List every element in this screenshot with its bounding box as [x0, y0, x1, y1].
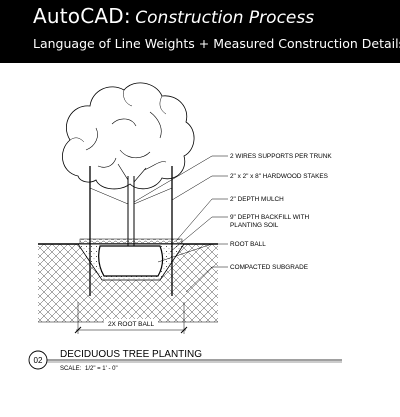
detail-title-block: 02 [28, 350, 342, 370]
tree-trunk [117, 163, 147, 246]
dimension-label: 2X ROOT BALL [108, 321, 155, 328]
header-title: AutoCAD: Construction Process [33, 6, 314, 27]
header-subtitle: Language of Line Weights + Measured Cons… [33, 36, 400, 51]
callout-root-ball: ROOT BALL [230, 241, 266, 248]
callout-mulch: 2" DEPTH MULCH [230, 196, 284, 203]
callout-stakes: 2" x 2" x 8" HARDWOOD STAKES [230, 173, 328, 180]
callout-leaders [133, 155, 228, 293]
scale-label: SCALE: [60, 366, 82, 372]
callout-wires: 2 WIRES SUPPORTS PER TRUNK [230, 153, 332, 160]
root-ball [98, 245, 164, 277]
tree-planting-detail: 2 WIRES SUPPORTS PER TRUNK 2" x 2" x 8" … [28, 82, 342, 372]
scale-value: 1/2" = 1' - 0" [85, 366, 118, 372]
callout-backfill-2: PLANTING SOIL [230, 222, 279, 229]
callout-backfill: 9" DEPTH BACKFILL WITH [230, 214, 309, 221]
tree-canopy [62, 82, 195, 190]
dimension-line [74, 302, 188, 334]
dimension-label-bg [104, 319, 158, 328]
subject-name: Construction Process [135, 8, 315, 28]
detail-number: 02 [34, 356, 43, 365]
app-name: AutoCAD: [33, 4, 131, 28]
support-stakes [89, 166, 173, 296]
detail-title: DECIDUOUS TREE PLANTING [60, 349, 202, 360]
callout-subgrade: COMPACTED SUBGRADE [230, 264, 308, 271]
header-banner: AutoCAD: Construction Process Language o… [0, 0, 400, 63]
